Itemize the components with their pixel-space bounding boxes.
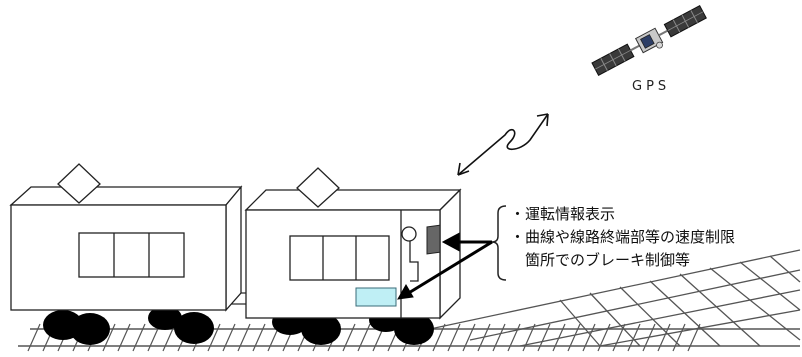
- note-driving-info: ・運転情報表示: [510, 205, 616, 223]
- car-1-windows: [78, 232, 185, 278]
- wheel: [174, 312, 214, 344]
- train-car-2: [244, 167, 462, 320]
- wheel: [394, 313, 434, 345]
- annotation-bracket: [491, 205, 507, 281]
- wheel: [148, 306, 182, 330]
- gps-label: GPS: [632, 79, 671, 94]
- onboard-control-unit: [355, 287, 397, 307]
- train-car-1: [9, 163, 243, 312]
- cab-headlight: [401, 226, 417, 242]
- note-speed-limit: ・曲線や線路終端部等の速度制限: [510, 228, 736, 246]
- wheel: [301, 313, 341, 345]
- wheel: [70, 313, 110, 345]
- pointer-arrows: [397, 232, 493, 300]
- cab-handrail: [409, 241, 419, 282]
- car-2-windows: [289, 235, 390, 281]
- satellite-left-panel: [591, 43, 635, 76]
- arrowhead-display: [441, 232, 460, 252]
- satellite-body: [630, 27, 669, 54]
- branch-tracks: [429, 249, 801, 347]
- rail-sleepers: [27, 323, 701, 352]
- satellite-right-panel: [663, 4, 707, 38]
- feature-notes: ・運転情報表示 ・曲線や線路終端部等の速度制限 箇所でのブレーキ制御等: [510, 203, 735, 272]
- arrowhead-control-unit: [397, 284, 414, 300]
- pantograph: [57, 163, 101, 204]
- wheels: [43, 306, 434, 345]
- gps-satellite-icon: [591, 4, 707, 76]
- pantograph: [296, 167, 340, 208]
- gps-signal-arrow: [457, 113, 549, 176]
- note-brake-control: 箇所でのブレーキ制御等: [510, 251, 691, 269]
- cab-display-unit: [426, 224, 441, 255]
